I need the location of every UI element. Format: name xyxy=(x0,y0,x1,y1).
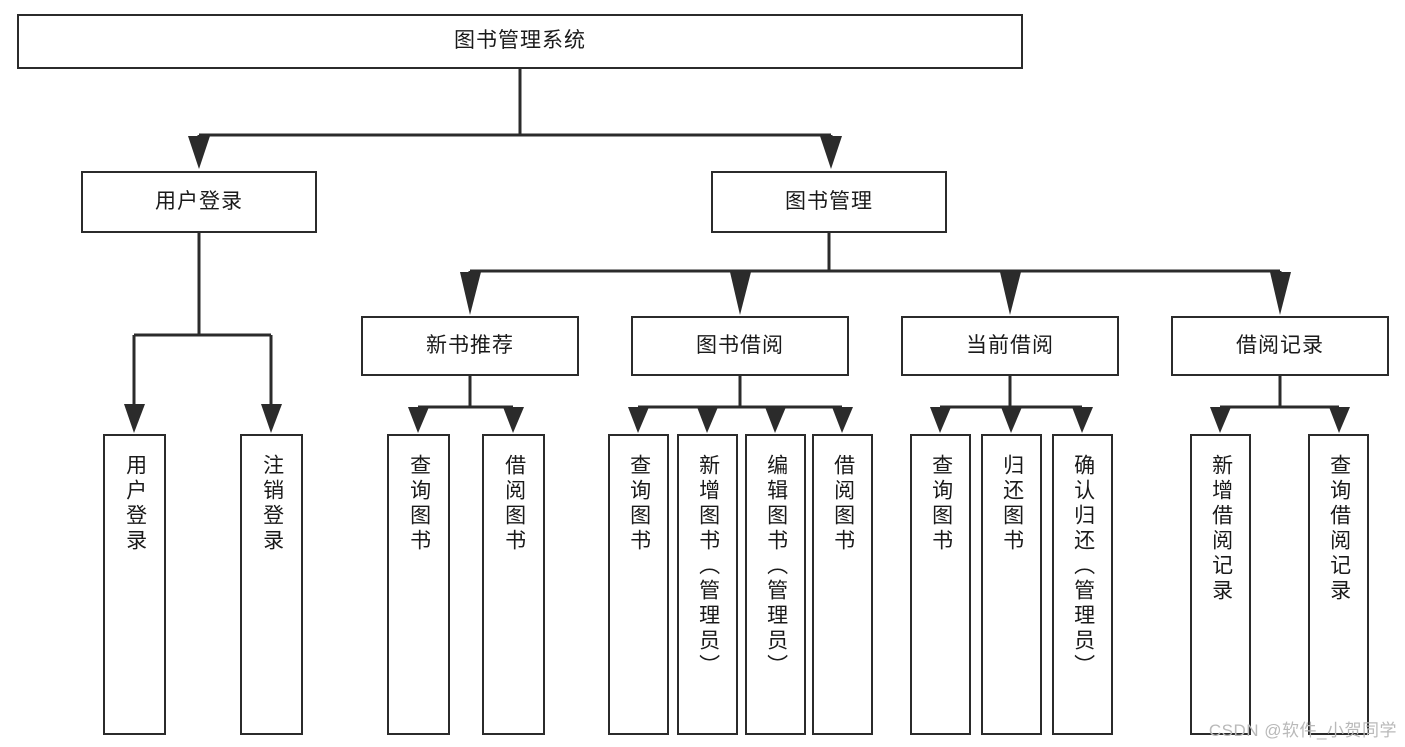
node-leaf-query-book-1-label: 查询图书 xyxy=(407,454,431,554)
node-leaf-add-book-label: 新增图书（管理员） xyxy=(696,454,720,679)
node-leaf-return-book-label: 归还图书 xyxy=(1000,454,1024,554)
node-new-book-recommend[interactable]: 新书推荐 xyxy=(361,316,579,376)
node-leaf-borrow-book-2-label: 借阅图书 xyxy=(831,454,855,554)
node-root-label: 图书管理系统 xyxy=(454,29,586,53)
node-leaf-query-record-label: 查询借阅记录 xyxy=(1327,454,1351,604)
arrowhead-leaf-confirm-return xyxy=(1072,407,1093,433)
node-book-management[interactable]: 图书管理 xyxy=(711,171,947,233)
node-leaf-confirm-return-label: 确认归还（管理员） xyxy=(1071,454,1095,679)
arrowhead-leaf-query-book-3 xyxy=(930,407,951,433)
node-leaf-confirm-return[interactable]: 确认归还（管理员） xyxy=(1052,434,1113,735)
arrowheads-borrow-record xyxy=(1210,407,1350,433)
node-leaf-query-book-1[interactable]: 查询图书 xyxy=(387,434,450,735)
node-leaf-query-book-3[interactable]: 查询图书 xyxy=(910,434,971,735)
node-leaf-borrow-book-1-label: 借阅图书 xyxy=(502,454,526,554)
node-borrow-record-label: 借阅记录 xyxy=(1236,333,1324,357)
edge-group-book-borrow xyxy=(638,376,842,409)
arrowheads-root xyxy=(188,136,842,169)
arrowheads-new-book-recommend xyxy=(408,407,524,433)
node-leaf-borrow-book-2[interactable]: 借阅图书 xyxy=(812,434,873,735)
edge-group-book-management xyxy=(468,233,1282,295)
edge-group-new-book-recommend xyxy=(418,376,513,409)
node-leaf-add-book[interactable]: 新增图书（管理员） xyxy=(677,434,738,735)
node-book-borrow[interactable]: 图书借阅 xyxy=(631,316,849,376)
arrowheads-user-login xyxy=(124,404,282,433)
arrowhead-book-management xyxy=(820,136,842,169)
node-book-borrow-label: 图书借阅 xyxy=(696,333,784,357)
arrowhead-leaf-add-book xyxy=(697,407,718,433)
node-user-login-label: 用户登录 xyxy=(155,189,243,213)
node-current-borrow-label: 当前借阅 xyxy=(966,333,1054,357)
node-leaf-borrow-book-1[interactable]: 借阅图书 xyxy=(482,434,545,735)
node-leaf-user-login-label: 用户登录 xyxy=(123,454,147,554)
node-leaf-edit-book-label: 编辑图书（管理员） xyxy=(764,454,788,679)
edge-group-user-login xyxy=(132,233,273,404)
arrowhead-book-borrow xyxy=(730,272,751,315)
arrowhead-leaf-user-login xyxy=(124,404,145,433)
arrowhead-user-login xyxy=(188,136,210,169)
arrowhead-leaf-query-book-1 xyxy=(408,407,429,433)
node-leaf-logout[interactable]: 注销登录 xyxy=(240,434,303,735)
node-leaf-query-book-2[interactable]: 查询图书 xyxy=(608,434,669,735)
arrowhead-borrow-record xyxy=(1270,272,1291,315)
edge-group-current-borrow xyxy=(940,376,1082,409)
edge-group-borrow-record xyxy=(1220,376,1339,409)
node-leaf-query-book-3-label: 查询图书 xyxy=(929,454,953,554)
arrowhead-leaf-edit-book xyxy=(765,407,786,433)
arrowhead-leaf-query-record xyxy=(1329,407,1350,433)
node-leaf-edit-book[interactable]: 编辑图书（管理员） xyxy=(745,434,806,735)
node-leaf-query-book-2-label: 查询图书 xyxy=(627,454,651,554)
node-borrow-record[interactable]: 借阅记录 xyxy=(1171,316,1389,376)
arrowhead-current-borrow xyxy=(1000,272,1021,315)
arrowheads-current-borrow xyxy=(930,407,1093,433)
node-book-management-label: 图书管理 xyxy=(785,189,873,213)
arrowheads-book-management xyxy=(460,272,1291,315)
node-leaf-query-record[interactable]: 查询借阅记录 xyxy=(1308,434,1369,735)
node-leaf-return-book[interactable]: 归还图书 xyxy=(981,434,1042,735)
arrowhead-leaf-query-book-2 xyxy=(628,407,649,433)
node-user-login[interactable]: 用户登录 xyxy=(81,171,317,233)
node-leaf-user-login[interactable]: 用户登录 xyxy=(103,434,166,735)
node-current-borrow[interactable]: 当前借阅 xyxy=(901,316,1119,376)
arrowhead-new-book-recommend xyxy=(460,272,481,315)
arrowhead-leaf-borrow-book-2 xyxy=(832,407,853,433)
node-new-book-recommend-label: 新书推荐 xyxy=(426,333,514,357)
node-leaf-add-record-label: 新增借阅记录 xyxy=(1209,454,1233,604)
arrowhead-leaf-return-book xyxy=(1001,407,1022,433)
arrowheads-book-borrow xyxy=(628,407,853,433)
arrowhead-leaf-logout xyxy=(261,404,282,433)
arrowhead-leaf-borrow-book-1 xyxy=(503,407,524,433)
node-leaf-logout-label: 注销登录 xyxy=(260,454,284,554)
edge-group-root xyxy=(197,69,833,160)
node-leaf-add-record[interactable]: 新增借阅记录 xyxy=(1190,434,1251,735)
arrowhead-leaf-add-record xyxy=(1210,407,1231,433)
node-root[interactable]: 图书管理系统 xyxy=(17,14,1023,69)
